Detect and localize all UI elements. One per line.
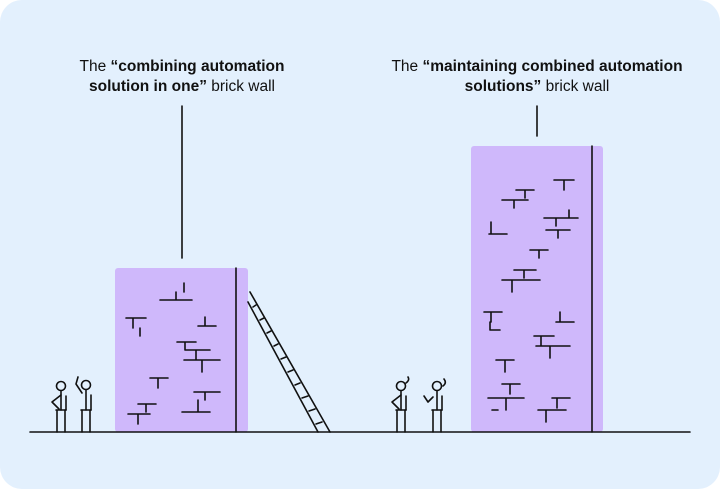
right-caption-bold: “maintaining combined automation solutio… — [422, 58, 683, 95]
left-brick-wall — [115, 267, 248, 433]
ladder — [247, 291, 331, 433]
left-caption-suffix: brick wall — [206, 78, 275, 95]
right-wall-bricks — [483, 179, 579, 423]
right-caption-prefix: The — [391, 58, 423, 75]
right-brick-wall — [471, 145, 603, 433]
left-wall-caption: The “combining automation solution in on… — [62, 57, 302, 97]
right-wall-caption: The “maintaining combined automation sol… — [372, 57, 702, 97]
left-caption-bold: “combining automation solution in one” — [88, 58, 285, 95]
right-caption-suffix: brick wall — [541, 78, 610, 95]
person-left-1 — [51, 380, 67, 433]
left-wall-body — [115, 268, 248, 432]
left-caption-prefix: The — [79, 58, 111, 75]
person-right-2 — [423, 378, 447, 433]
left-wall-bricks — [125, 282, 221, 425]
right-wall-body — [471, 146, 603, 432]
person-left-2 — [75, 376, 92, 433]
person-right-1 — [391, 376, 410, 433]
